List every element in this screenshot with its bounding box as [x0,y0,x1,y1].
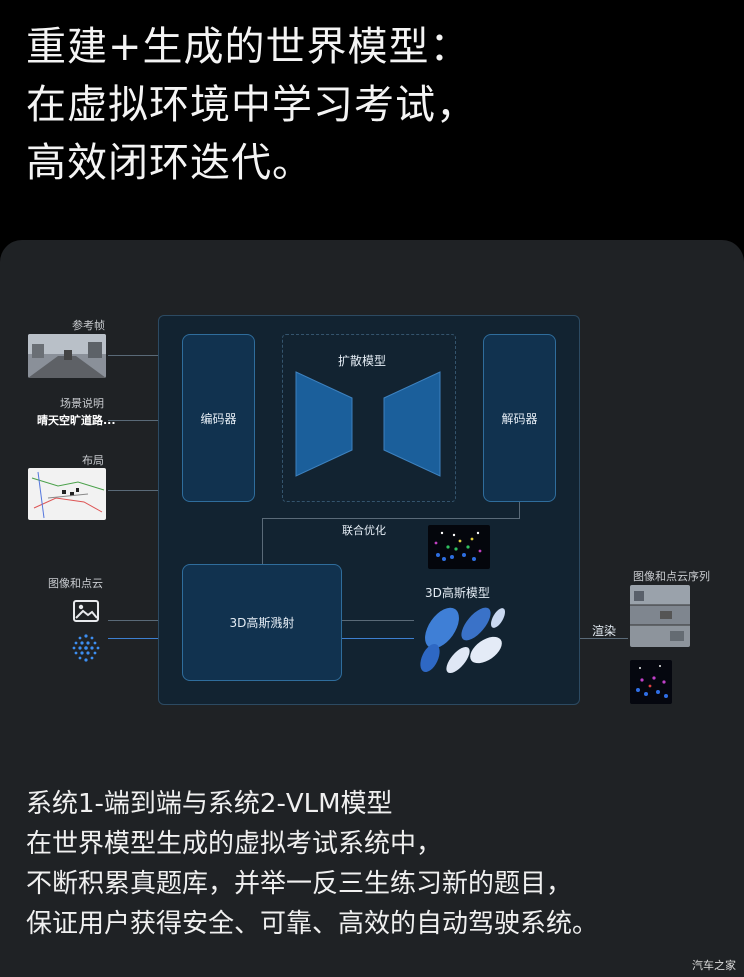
ref-frame-label: 参考帧 [72,319,105,332]
splatting-label: 3D高斯溅射 [229,616,295,630]
connector-splat-right [342,620,414,621]
diffusion-unet-shape [294,368,444,484]
footer-line-3: 不断积累真题库，并举一反三生练习新的题目， [26,869,573,899]
headline-line-1: 重建+生成的世界模型： [26,24,471,70]
image-icon [73,600,99,626]
pointcloud-icon [70,632,102,668]
joint-opt-label: 联合优化 [342,524,386,537]
connector-splat-right-2 [342,638,414,639]
watermark: 汽车之家 [692,959,736,972]
connector-image [108,620,158,621]
headline: 重建+生成的世界模型： 在虚拟环境中学习考试， 高效闭环迭代。 [26,18,477,192]
encoder-block: 编码器 [182,334,255,502]
connector-feedback [262,518,520,519]
gaussian-ellipses [414,604,510,680]
layout-label: 布局 [82,454,104,467]
ref-frame-image [28,334,106,378]
footer-line-4: 保证用户获得安全、可靠、高效的自动驾驶系统。 [26,909,599,939]
splatting-block: 3D高斯溅射 [182,564,342,681]
connector-decoder-down [519,502,520,518]
connector-render [580,638,628,639]
scene-desc-label: 场景说明 [60,397,104,410]
layout-image [28,468,106,520]
diffusion-label: 扩散模型 [338,354,387,368]
headline-line-3: 高效闭环迭代。 [26,140,313,186]
footer-line-1: 系统1-端到端与系统2-VLM模型 [26,789,393,819]
connector-splat-up [262,518,263,564]
scene-desc-value: 晴天空旷道路... [37,414,116,427]
render-label: 渲染 [592,624,617,638]
image-pointcloud-label: 图像和点云 [48,577,103,590]
footer-line-2: 在世界模型生成的虚拟考试系统中， [26,829,443,859]
headline-line-2: 在虚拟环境中学习考试， [26,82,477,128]
footer-text: 系统1-端到端与系统2-VLM模型 在世界模型生成的虚拟考试系统中， 不断积累真… [26,784,598,944]
joint-opt-pointcloud-image [428,525,490,569]
sequence-pointcloud-image [630,660,672,704]
connector-pointcloud [108,638,158,639]
decoder-block: 解码器 [483,334,556,502]
diffusion-region [282,334,456,502]
encoder-label: 编码器 [200,411,237,426]
sequence-label: 图像和点云序列 [633,570,710,583]
sequence-image-stack [630,585,690,647]
connector-layout [108,490,158,491]
decoder-label: 解码器 [501,411,538,426]
connector-scene-desc [108,420,158,421]
gaussian-model-label: 3D高斯模型 [425,586,490,600]
connector-ref-frame [108,355,158,356]
